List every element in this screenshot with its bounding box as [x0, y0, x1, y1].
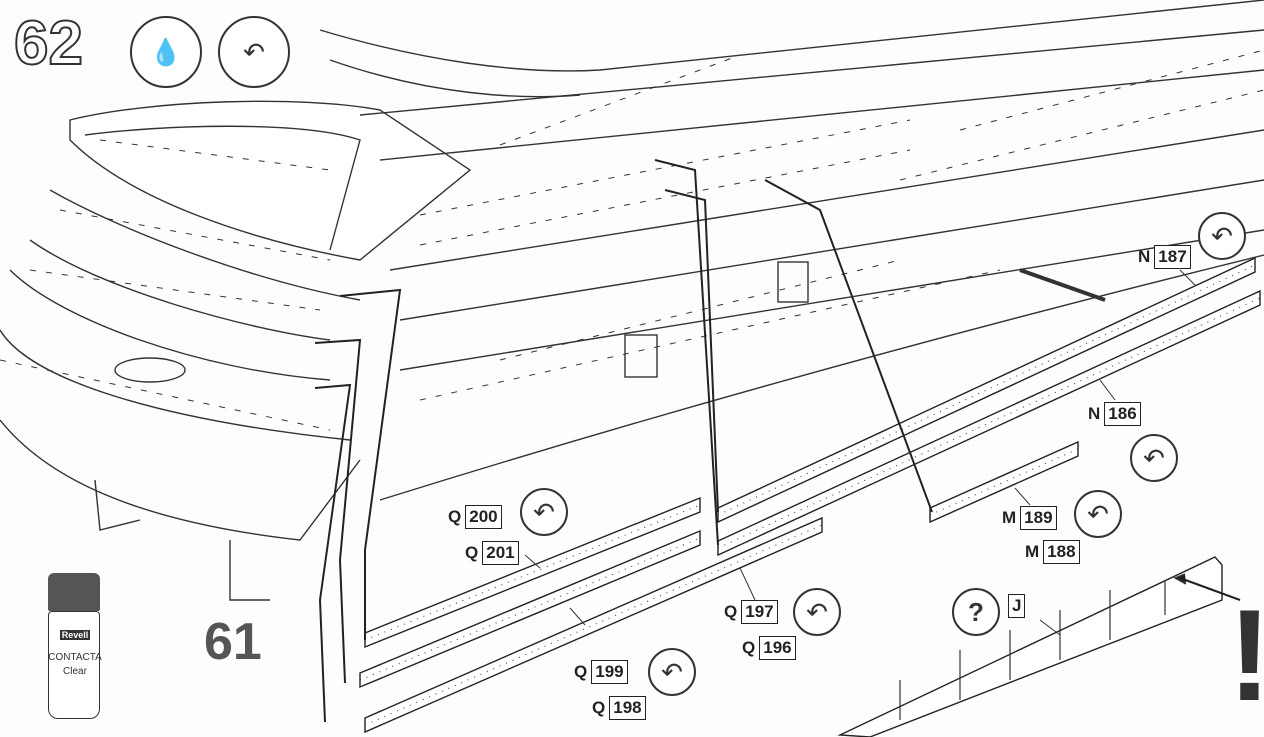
- glue-bottle: Revell CONTACTA Clear: [48, 573, 102, 723]
- flip-over-icon: ↶: [1074, 490, 1122, 538]
- flip-over-icon: ↶: [218, 16, 290, 88]
- glue-product: CONTACTA: [48, 652, 102, 663]
- flip-over-icon: ↶: [1198, 212, 1246, 260]
- exclamation-icon: !: [1228, 590, 1264, 720]
- glue-variant: Clear: [63, 666, 87, 677]
- glue-icon: 💧: [130, 16, 202, 88]
- question-icon: ?: [952, 588, 1000, 636]
- flip-over-icon: ↶: [520, 488, 568, 536]
- flip-over-icon: ↶: [793, 588, 841, 636]
- flip-over-icon: ↶: [1130, 434, 1178, 482]
- flip-over-icon: ↶: [648, 648, 696, 696]
- sprue-ref-label: J: [1008, 594, 1026, 618]
- sub-step-number: 61: [204, 613, 262, 671]
- brand-logo: Revell: [60, 630, 90, 640]
- step-number: 62: [13, 8, 84, 79]
